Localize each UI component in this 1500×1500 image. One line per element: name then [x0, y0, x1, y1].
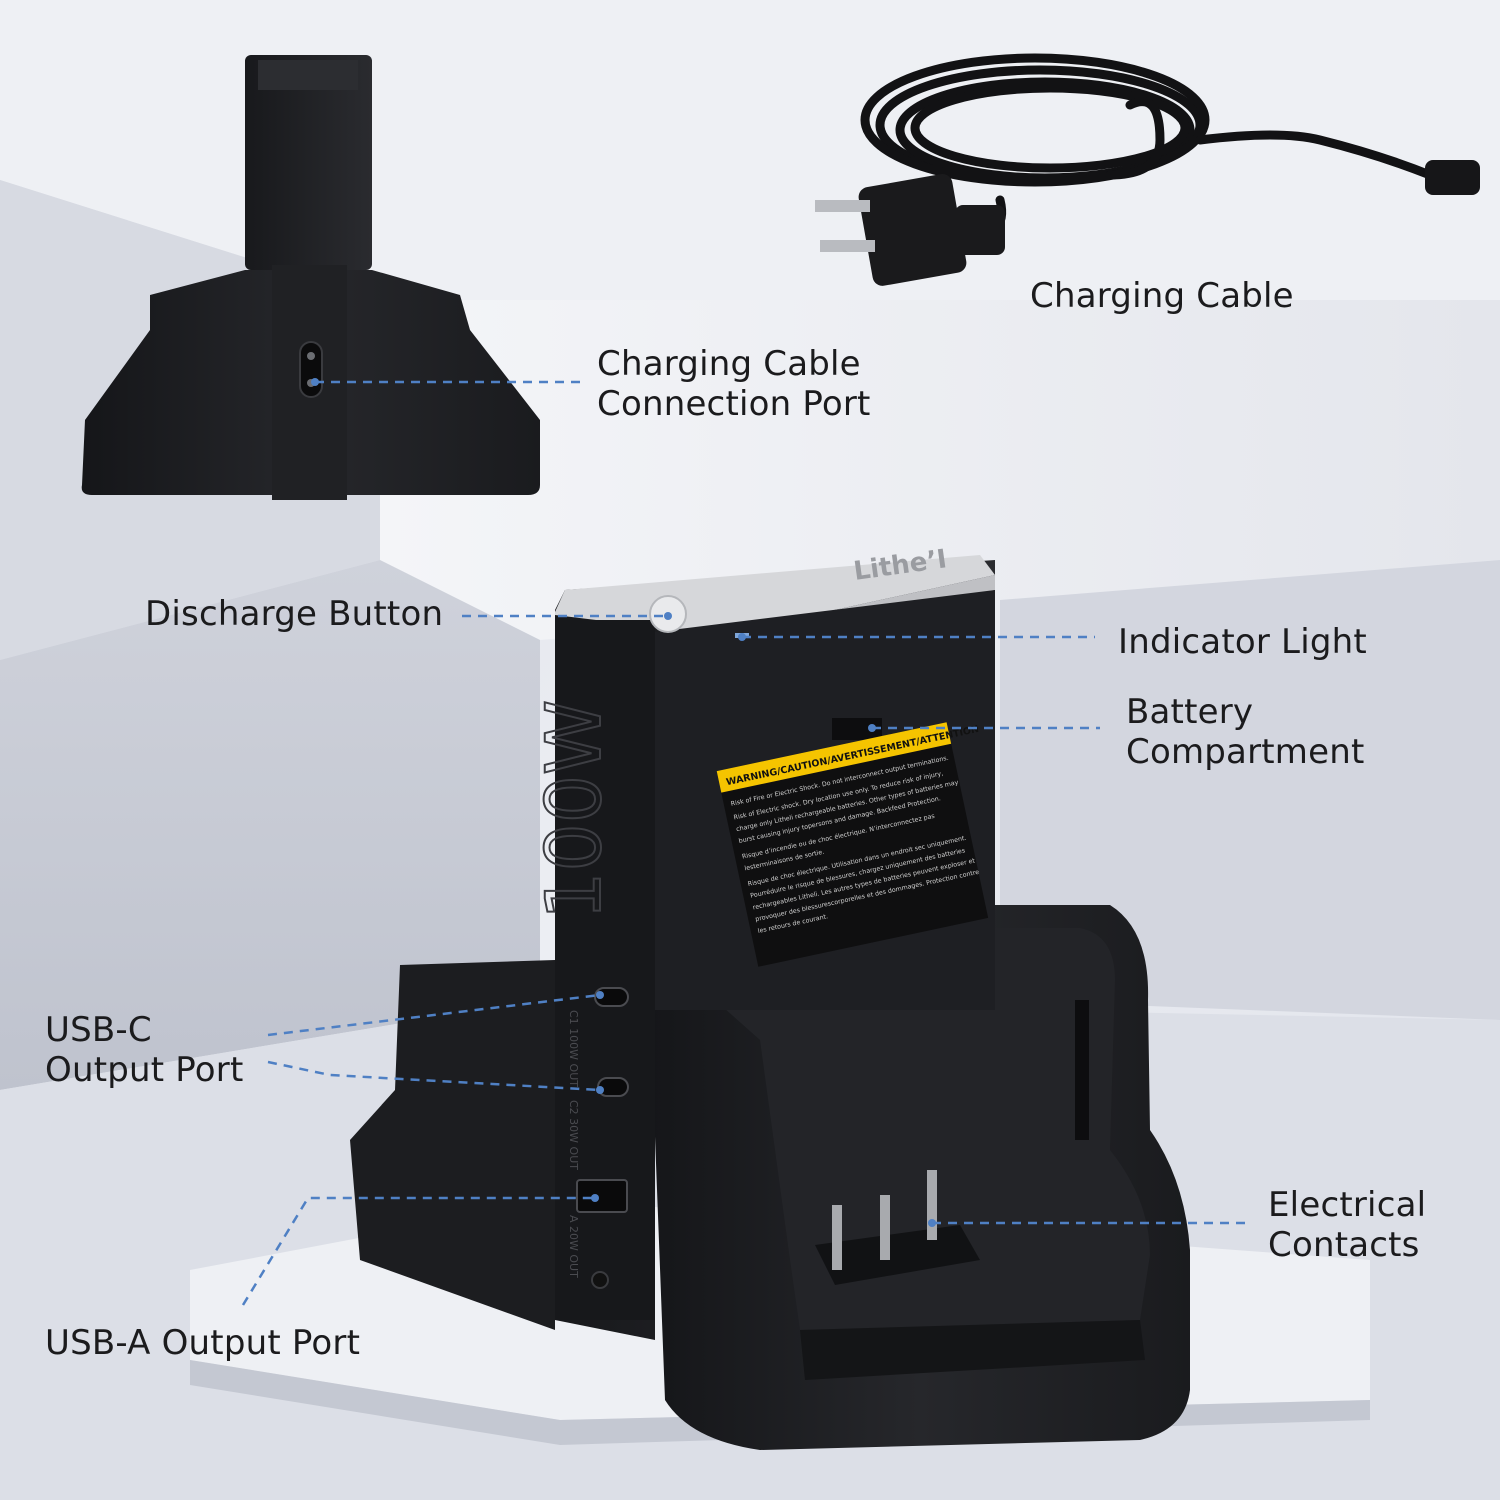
- label-discharge-button: Discharge Button: [145, 594, 443, 634]
- label-usb-a: USB-A Output Port: [45, 1323, 360, 1363]
- cable-connector: [1425, 160, 1480, 195]
- leader-usb-c1: [267, 993, 601, 1037]
- label-battery-compartment-line-2: Compartment: [1126, 732, 1365, 772]
- port-label-a: A 20W OUT: [567, 1215, 580, 1278]
- label-usb-c: USB-C Output Port: [45, 1010, 244, 1090]
- usb-a-port: [576, 1179, 628, 1213]
- step-face-middle: [0, 560, 540, 1090]
- reset-dot: [591, 1271, 609, 1289]
- electrical-contacts-graphic: [815, 1170, 980, 1285]
- port-label-c1: C1 100W OUT: [567, 1010, 580, 1087]
- leader-lines: [241, 380, 1250, 1306]
- label-cable-port: Charging Cable Connection Port: [597, 344, 871, 424]
- step-top-middle: [380, 300, 1500, 640]
- label-discharge-button-line-1: Discharge Button: [145, 594, 444, 634]
- leader-usb-c2: [267, 1060, 601, 1092]
- label-electrical-contacts-line-1: Electrical: [1268, 1185, 1427, 1225]
- label-usb-c-line-1: USB-C: [45, 1010, 152, 1050]
- dock-rear-view: [81, 55, 540, 500]
- leader-endpoints: [311, 378, 936, 1227]
- wattage-label: 100W: [529, 700, 618, 920]
- label-cable-port-line-2: Connection Port: [597, 384, 871, 424]
- label-usb-a-line-1: USB-A Output Port: [45, 1323, 361, 1363]
- dock-main: [350, 905, 1190, 1450]
- label-battery-compartment-line-1: Battery: [1126, 692, 1254, 732]
- step-face-right: [1000, 560, 1500, 1020]
- label-cable-port-line-1: Charging Cable: [597, 344, 861, 384]
- label-electrical-contacts: Electrical Contacts: [1268, 1185, 1426, 1265]
- usb-c1-port: [594, 987, 629, 1007]
- label-usb-c-line-2: Output Port: [45, 1050, 244, 1090]
- label-charging-cable-line-1: Charging Cable: [1030, 276, 1294, 316]
- port-label-c2: C2 30W OUT: [567, 1100, 580, 1170]
- plug-end: [815, 174, 1005, 286]
- label-battery-compartment: Battery Compartment: [1126, 692, 1365, 772]
- warning-label: WARNING/CAUTION/AVERTISSEMENT/ATTENTION …: [716, 722, 989, 967]
- label-charging-cable: Charging Cable: [1030, 276, 1294, 316]
- label-indicator-light-line-1: Indicator Light: [1118, 622, 1367, 662]
- label-electrical-contacts-line-2: Contacts: [1268, 1225, 1420, 1265]
- label-indicator-light: Indicator Light: [1118, 622, 1367, 662]
